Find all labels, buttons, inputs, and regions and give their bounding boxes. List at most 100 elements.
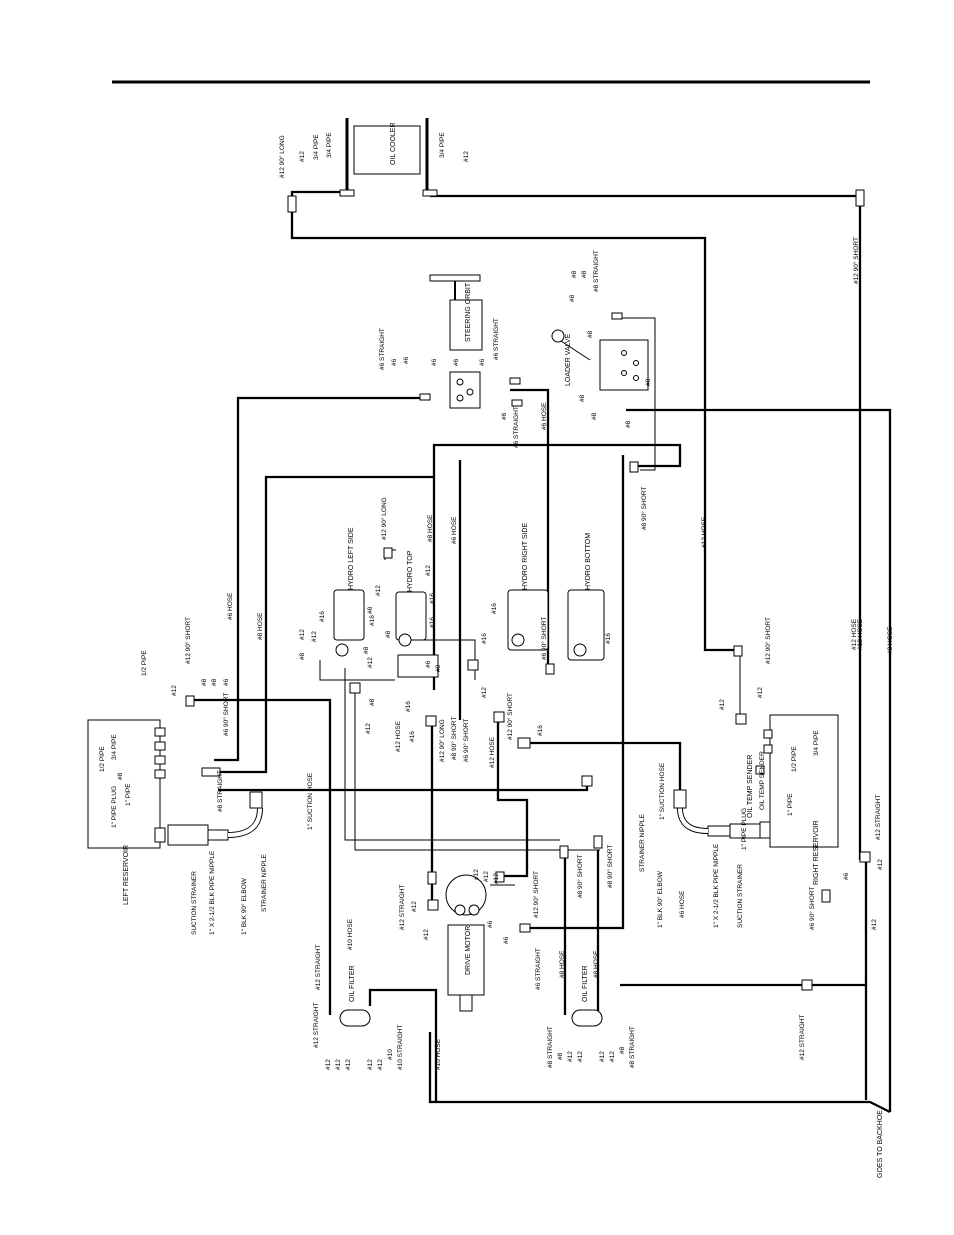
fitting-label: 1" SUCTION HOSE <box>659 762 666 820</box>
fitting-label: #8 HOSE <box>559 950 566 978</box>
fitting-label: #8 <box>645 378 652 386</box>
line-hydro-link-b <box>319 660 395 681</box>
fitting-label: #12 <box>473 869 480 880</box>
oil-filters <box>339 1009 603 1027</box>
hose-right-riser <box>626 408 892 1112</box>
fitting-label: 1" BLK 90° ELBOW <box>240 877 248 935</box>
hose-6-left <box>214 396 423 762</box>
loader-valve <box>551 329 649 391</box>
fitting-label: SUCTION STRAINER <box>191 871 198 935</box>
fitting-label: #8 90° SHORT <box>640 487 648 530</box>
hydro-left-side-body <box>333 589 365 641</box>
line-left-pipe-b <box>354 690 600 851</box>
fitting-label: #12 <box>335 1059 342 1070</box>
fitting-label: #8 <box>625 420 632 428</box>
fitting-label: #8 <box>557 1052 564 1060</box>
fitting-label: #12 <box>877 859 884 870</box>
fitting-label: #12 <box>481 687 488 698</box>
fitting-label: #8 <box>569 294 576 302</box>
oil-filter-left-label: OIL FILTER <box>349 965 356 1002</box>
fitting-label: #8 <box>211 678 218 686</box>
fitting-label: #8 <box>201 678 208 686</box>
fitting-label: #6 90° SHORT <box>540 617 548 660</box>
fitting-label: #6 STRAIGHT <box>493 318 500 360</box>
fitting-label: #6 STRAIGHT <box>379 328 386 370</box>
oil-filter-right-body <box>571 1009 603 1027</box>
component-labels: OIL COOLER STEERING ORBIT LOADER VALVE H… <box>123 122 884 1178</box>
fitting-label: #12 HOSE <box>701 516 708 548</box>
fitting-label: #12 <box>375 585 382 596</box>
fitting-label: #6 STRAIGHT <box>513 406 520 448</box>
hydro-left-side-label: HYDRO LEFT SIDE <box>348 527 355 590</box>
fitting-label: 1" PIPE PLUG <box>111 786 118 828</box>
fitting-label: #8 <box>435 664 442 672</box>
hydro-right-side-label: HYDRO RIGHT SIDE <box>522 523 529 590</box>
hydro-top-label: HYDRO TOP <box>407 550 414 592</box>
fitting-label: #12 <box>425 565 432 576</box>
fitting-label: #12 <box>367 1059 374 1070</box>
fitting-label: #6 <box>503 936 510 944</box>
fitting-label: #8 <box>117 772 124 780</box>
fitting-label: SUCTION STRAINER <box>737 864 744 928</box>
fitting-label: #8 <box>571 270 578 278</box>
fitting-label: #6 90° SHORT <box>808 887 816 930</box>
fitting-label: #12 <box>299 151 306 162</box>
fitting-label: #12 <box>609 1051 616 1062</box>
fitting-label: #16 <box>319 611 326 622</box>
fitting-label: #12 90° SHORT <box>506 693 514 740</box>
fitting-label: STRAINER NIPPLE <box>639 814 646 872</box>
oil-filter-right-label: OIL FILTER <box>582 965 589 1002</box>
fitting-label: #12 STRAIGHT <box>313 1002 320 1048</box>
hydro-bottom-label: HYDRO BOTTOM <box>585 533 592 590</box>
fitting-label: 1" SUCTION HOSE <box>307 772 314 830</box>
fitting-label: #16 <box>491 603 498 614</box>
fitting-label: #12 <box>463 151 470 162</box>
fitting-label: #12 <box>299 629 306 640</box>
right-reservoir <box>673 714 839 848</box>
hydro-bottom-body <box>567 589 605 661</box>
fitting-label: #6 <box>487 920 494 928</box>
fitting-label: OIL TEMP SENDER <box>759 751 766 810</box>
fitting-label: 1" X 2-1/2 BLK PIPE NIPPLE <box>209 850 216 935</box>
fitting-label: #12 <box>345 1059 352 1070</box>
fitting-label: #6 STRAIGHT <box>535 948 542 990</box>
fitting-label: #8 HOSE <box>257 612 264 640</box>
fitting-label: #16 <box>429 617 436 628</box>
fitting-label: #10 STRAIGHT <box>397 1024 404 1070</box>
fitting-label: #8 <box>369 698 376 706</box>
fitting-label: #16 <box>429 593 436 604</box>
fitting-label: #6 HOSE <box>451 516 458 544</box>
fitting-label: #12 HOSE <box>395 720 402 752</box>
fitting-label: #8 <box>619 1046 626 1054</box>
fitting-label: 3/4 PIPE <box>326 132 333 158</box>
hose-8-left <box>218 475 434 774</box>
fitting-label: #12 <box>367 657 374 668</box>
fitting-label: #10 <box>387 1049 394 1060</box>
hose-16-reservoir <box>218 780 589 792</box>
fitting-label: #16 <box>409 731 416 742</box>
fitting-label: 1/2 PIPE <box>791 746 798 772</box>
fitting-label: #16 <box>537 725 544 736</box>
fitting-label: 3/4 PIPE <box>111 734 118 760</box>
fitting-label: #8 HOSE <box>427 514 434 542</box>
drive-motor-label: DRIVE MOTOR <box>465 926 472 975</box>
left-reservoir <box>87 719 263 849</box>
fitting-label: #16 <box>369 615 376 626</box>
fitting-label: #8 90° SHORT <box>450 717 458 760</box>
fitting-label: #12 STRAIGHT <box>875 794 882 840</box>
fitting-label: #12 <box>171 685 178 696</box>
fitting-label: 1/2 PIPE <box>141 650 148 676</box>
fitting-label: #12 90° SHORT <box>184 617 192 664</box>
fitting-label: #6 <box>391 358 398 366</box>
hose-16-suction <box>527 741 682 790</box>
hose-12-right <box>496 715 529 878</box>
fitting-label: #6 HOSE <box>227 592 234 620</box>
fitting-label: #12 <box>325 1059 332 1070</box>
fitting-label: #10 HOSE <box>347 918 354 950</box>
fitting-label: #12 HOSE <box>851 618 858 650</box>
fitting-label: #8 <box>363 646 370 654</box>
left-reservoir-label: LEFT RESERVOIR <box>123 845 130 905</box>
fitting-label: #12 STRAIGHT <box>799 1014 806 1060</box>
hose-orbit-8 <box>432 443 682 690</box>
